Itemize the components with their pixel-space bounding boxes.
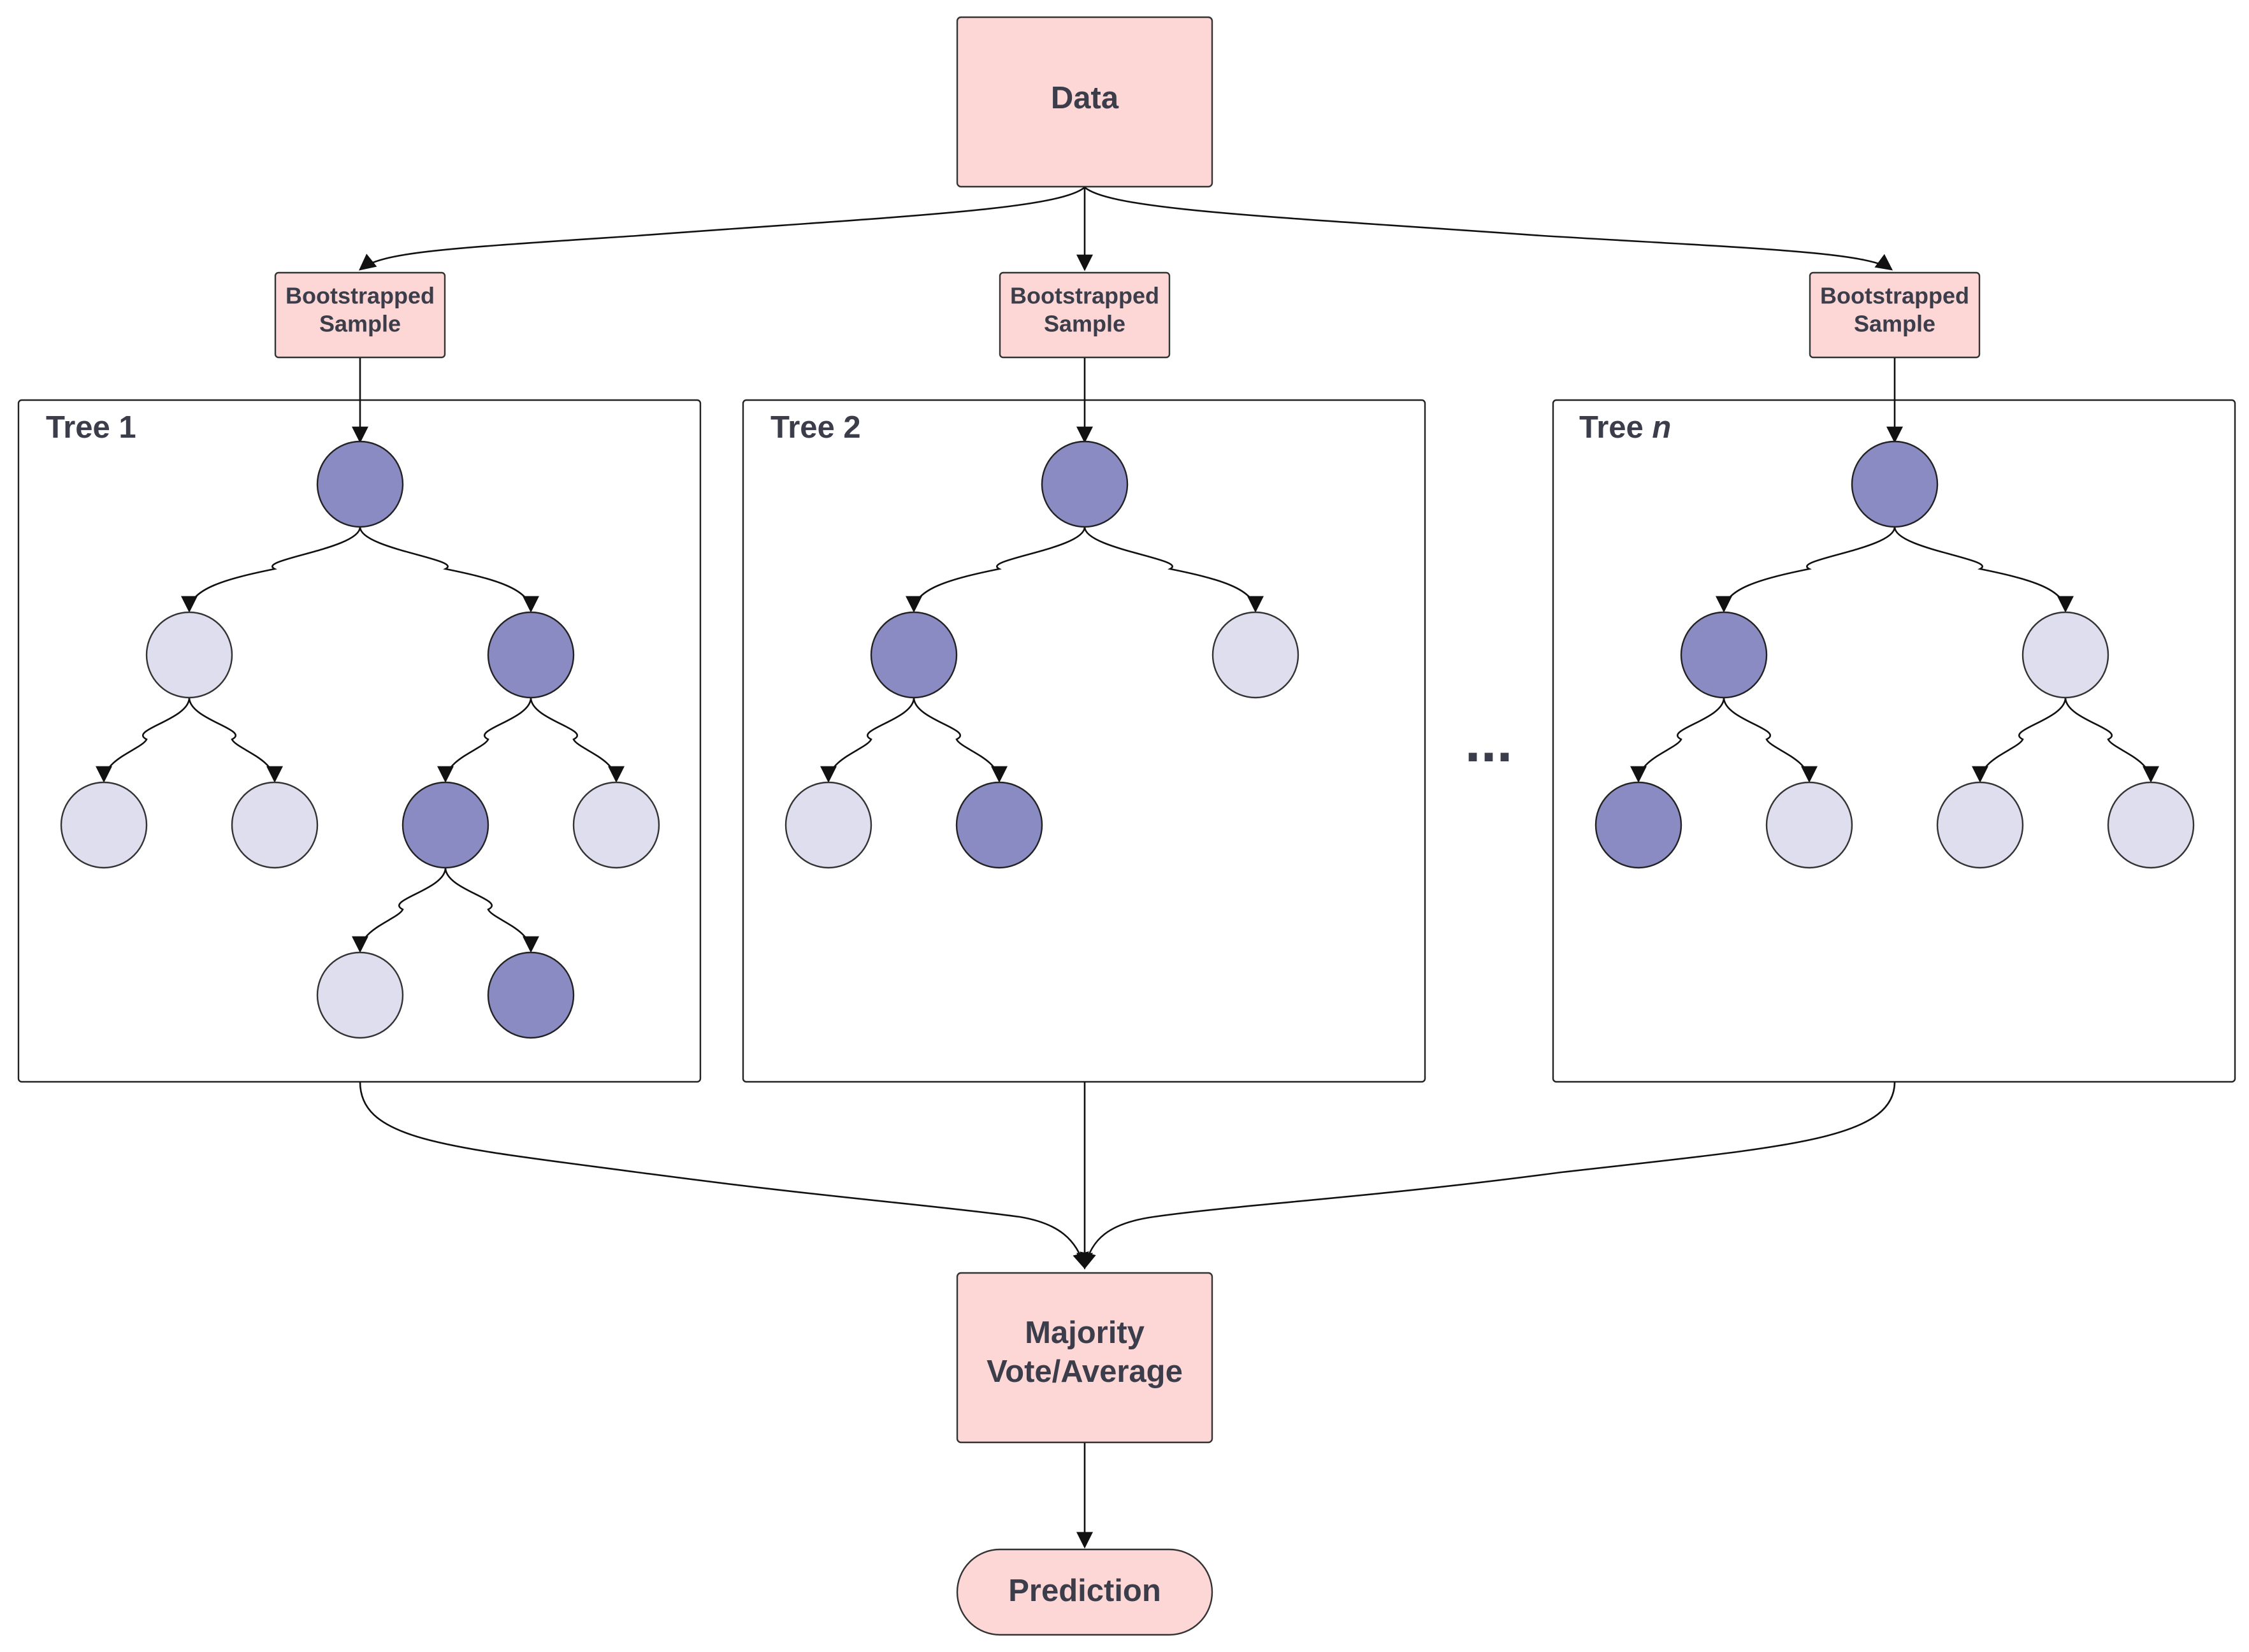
tree-edge (1630, 697, 1725, 783)
tree-edge (1972, 697, 2067, 783)
bootstrap-sample-3: Bootstrapped Sample (1809, 271, 1981, 359)
tree-edge (188, 697, 283, 783)
tree-node-light (60, 781, 148, 869)
tree-node-dark (1595, 781, 1682, 869)
tree-node-light (231, 781, 319, 869)
bootstrap-label-line1: Bootstrapped (1010, 283, 1159, 309)
tree-node-dark (316, 440, 404, 528)
bootstrap-label-line1: Bootstrapped (286, 283, 435, 309)
tree-node-light (1765, 781, 1853, 869)
data-to-samples-edges (358, 187, 1893, 271)
tree-edge (1716, 526, 1896, 613)
bootstrap-label-line2: Sample (1854, 311, 1935, 337)
aggregate-box: Majority Vote/Average (956, 1272, 1213, 1444)
tree-edge (1083, 526, 1264, 613)
tree-title: Tree 1 (46, 410, 136, 445)
tree-edge (352, 867, 447, 953)
tree-node-dark (487, 611, 575, 699)
tree-edge (96, 697, 191, 783)
prediction-box: Prediction (956, 1548, 1213, 1636)
tree-edge (2064, 697, 2159, 783)
tree-node-light (145, 611, 233, 699)
bootstrap-sample-2: Bootstrapped Sample (999, 271, 1171, 359)
tree-node-dark (955, 781, 1043, 869)
tree-edge (1893, 526, 2074, 613)
tree-edges (96, 526, 2159, 953)
tree-node-light (1211, 611, 1299, 699)
bootstrap-label-line2: Sample (319, 311, 401, 337)
tree-node-light (2107, 781, 2195, 869)
trees-to-aggregate-edges (359, 1081, 1896, 1270)
sample-to-root-edges (352, 358, 1903, 443)
tree-panel-2: Tree 2 (742, 399, 1426, 1083)
tree-node-dark (1041, 440, 1129, 528)
bootstrap-sample-1: Bootstrapped Sample (274, 271, 446, 359)
tree-node-light (1936, 781, 2024, 869)
tree-node-dark (1851, 440, 1939, 528)
tree-node-dark (401, 781, 489, 869)
tree-title: Tree n (1579, 410, 1671, 445)
tree-node-light (316, 951, 404, 1039)
bootstrap-label-line1: Bootstrapped (1820, 283, 1969, 309)
tree-node-light (572, 781, 660, 869)
aggregate-label-line2: Vote/Average (987, 1354, 1183, 1389)
tree-edge (444, 867, 539, 953)
data-box: Data (956, 16, 1213, 188)
tree-title: Tree 2 (770, 410, 861, 445)
tree-edge (530, 697, 625, 783)
tree-edge (181, 526, 361, 613)
data-box-label: Data (1051, 81, 1119, 115)
tree-node-light (785, 781, 872, 869)
tree-edge (913, 697, 1008, 783)
tree-node-dark (487, 951, 575, 1039)
tree-edge (820, 697, 915, 783)
tree-node-dark (870, 611, 958, 699)
tree-node-light (2021, 611, 2109, 699)
tree-edge (359, 526, 539, 613)
tree-node-dark (1680, 611, 1768, 699)
prediction-label: Prediction (1008, 1574, 1161, 1608)
tree-nodes (60, 440, 2195, 1039)
tree-edge (906, 526, 1086, 613)
ellipsis: ... (1464, 710, 1512, 774)
tree-edge (437, 697, 532, 783)
bootstrap-label-line2: Sample (1044, 311, 1125, 337)
tree-edge (1723, 697, 1818, 783)
aggregate-label-line1: Majority (1025, 1316, 1145, 1350)
